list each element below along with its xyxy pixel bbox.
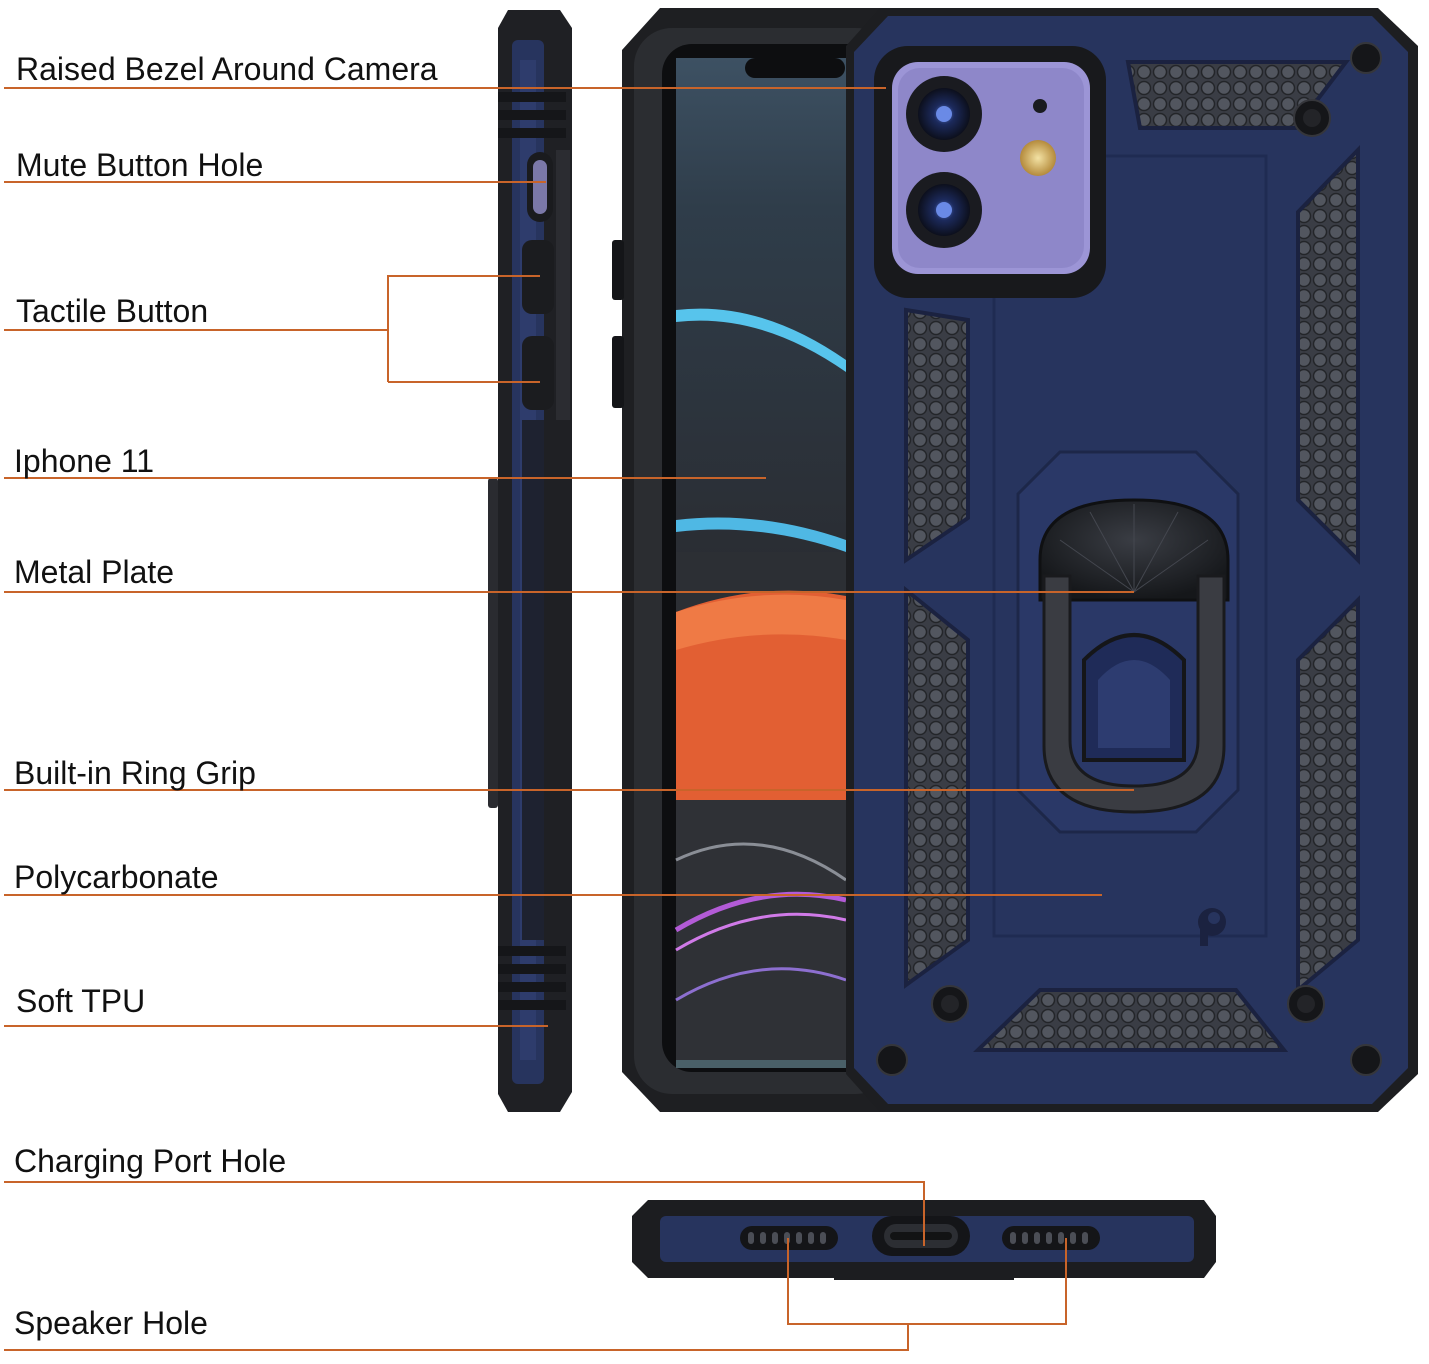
leader-lines bbox=[4, 87, 1134, 1351]
side-view bbox=[488, 10, 572, 1112]
microphone-dot bbox=[1033, 99, 1047, 113]
labels: Raised Bezel Around Camera Mute Button H… bbox=[14, 51, 438, 1341]
tactile-button-lower bbox=[522, 336, 554, 410]
label-ring-grip: Built-in Ring Grip bbox=[14, 755, 256, 791]
case-back bbox=[846, 8, 1418, 1112]
plate-sunburst bbox=[1059, 504, 1209, 593]
label-polycarbonate: Polycarbonate bbox=[14, 859, 219, 895]
brand-logo bbox=[1198, 908, 1226, 946]
leader-charging-port bbox=[4, 1181, 925, 1246]
label-charging-port-hole: Charging Port Hole bbox=[14, 1143, 286, 1179]
camera-flash bbox=[1020, 140, 1056, 176]
label-metal-plate: Metal Plate bbox=[14, 554, 174, 590]
charging-port bbox=[872, 1216, 970, 1256]
ring-grip bbox=[1042, 574, 1226, 814]
notch bbox=[745, 58, 845, 78]
wallpaper bbox=[674, 58, 847, 1068]
label-raised-bezel: Raised Bezel Around Camera bbox=[16, 51, 438, 87]
label-tactile-button: Tactile Button bbox=[16, 293, 208, 329]
leader-tactile-button bbox=[4, 275, 540, 331]
screw-corner-tr bbox=[1350, 42, 1382, 74]
speaker-holes-right bbox=[1002, 1226, 1100, 1250]
leader-speaker-hole bbox=[4, 1324, 909, 1351]
label-iphone-11: Iphone 11 bbox=[14, 443, 154, 479]
screw-corner-br bbox=[1350, 1044, 1382, 1076]
screw-corner-bl bbox=[876, 1044, 908, 1076]
label-soft-tpu: Soft TPU bbox=[16, 983, 145, 1019]
label-speaker-hole: Speaker Hole bbox=[14, 1305, 208, 1341]
label-mute-button-hole: Mute Button Hole bbox=[16, 147, 263, 183]
iphone-front bbox=[612, 8, 902, 1112]
